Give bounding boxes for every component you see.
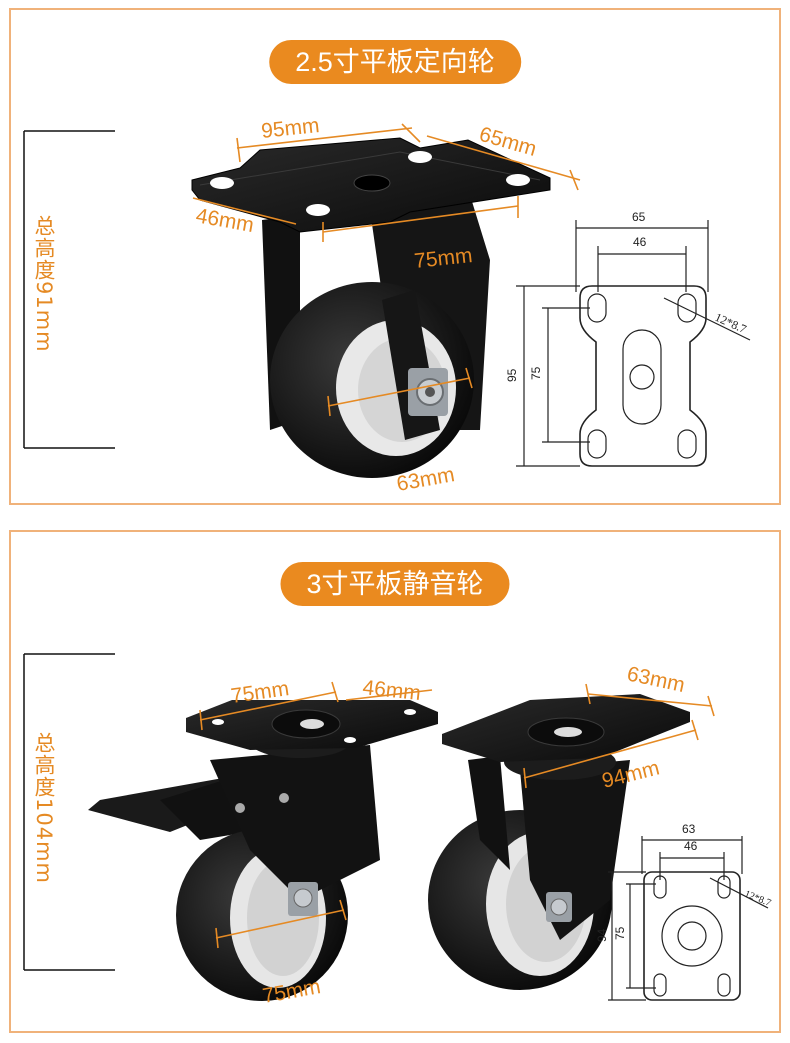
inner-height-label: 75: [613, 926, 627, 940]
height-bracket-2: [23, 653, 115, 971]
plate-technical-drawing-2: [608, 836, 769, 1001]
hole-size-label: 12*8.7: [713, 310, 749, 336]
height-bracket: [23, 130, 115, 449]
inner-height-label: 75: [529, 366, 543, 380]
swivel-caster-panel: 3寸平板静音轮 总高度104mm: [9, 530, 781, 1033]
section-title: 3寸平板静音轮: [280, 562, 510, 606]
drawing-labels: 65 46 95 75 12*8.7: [505, 210, 749, 382]
dimension-labels-2: 75mm 46mm 63mm 94mm 75mm: [229, 662, 686, 1008]
hole-size-label: 12*8.7: [743, 889, 773, 910]
dimension-lines: [192, 123, 581, 417]
outer-height-label: 94: [595, 928, 609, 942]
inner-width-label: 46: [684, 839, 698, 853]
brake-caster-image: [88, 700, 438, 1001]
section-title: 2.5寸平板定向轮: [269, 40, 521, 84]
outer-height-label: 95: [505, 368, 519, 382]
swivel-caster-image: [428, 694, 690, 990]
outer-width-label: 63: [682, 822, 696, 836]
inner-width-label: 46: [633, 235, 647, 249]
outer-width-label: 65: [632, 210, 646, 224]
total-height-label: 总高度104mm: [32, 732, 56, 884]
plate-technical-drawing: [516, 220, 751, 467]
plate-width-label: 63mm: [625, 662, 687, 697]
plate-length-label: 95mm: [260, 114, 320, 143]
fixed-caster-image: [191, 137, 551, 478]
dimension-lines-2: [199, 681, 715, 949]
total-height-label: 总高度91mm: [32, 215, 56, 353]
